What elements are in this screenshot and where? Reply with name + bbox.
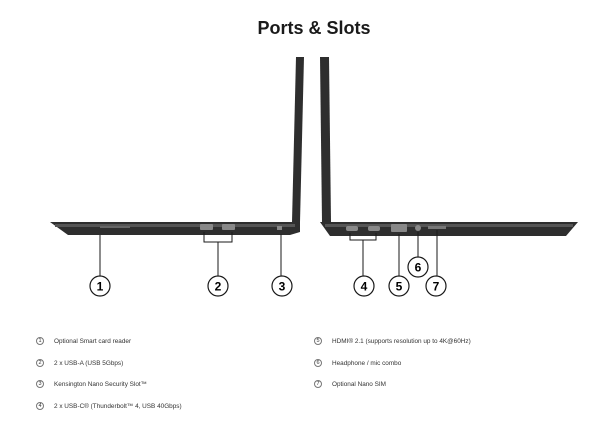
legend-number: 1: [36, 337, 44, 345]
usb-c-port-2: [368, 226, 380, 231]
kensington-slot: [277, 226, 282, 230]
svg-text:2: 2: [215, 280, 222, 294]
legend-number: 6: [314, 359, 322, 367]
usb-a-port-1: [200, 224, 213, 230]
callout-1: 1: [89, 275, 111, 297]
headphone-jack: [415, 225, 421, 231]
callout-7: 7: [425, 275, 447, 297]
usb-c-port-1: [346, 226, 358, 231]
legend-text: Optional Nano SIM: [332, 380, 386, 388]
laptop-right-side: [320, 57, 578, 236]
legend-item-7: 7 Optional Nano SIM: [314, 380, 386, 388]
leader-lines: [99, 230, 438, 276]
callout-4: 4: [353, 275, 375, 297]
laptop-left-side: [50, 57, 304, 235]
legend-number: 2: [36, 359, 44, 367]
hdmi-port: [391, 224, 407, 232]
usb-a-port-2: [222, 224, 235, 230]
legend-number: 7: [314, 380, 322, 388]
legend-item-2: 2 2 x USB-A (USB 5Gbps): [36, 359, 123, 367]
laptop-side-views: 1 2 3 4 5 6 7: [50, 57, 578, 297]
svg-text:6: 6: [415, 261, 422, 275]
callout-5: 5: [388, 275, 410, 297]
svg-text:4: 4: [361, 280, 368, 294]
legend-item-4: 4 2 x USB-C® (Thunderbolt™ 4, USB 40Gbps…: [36, 402, 182, 410]
callout-3: 3: [271, 275, 293, 297]
nano-sim-slot: [428, 226, 446, 229]
svg-text:3: 3: [279, 280, 286, 294]
legend-item-1: 1 Optional Smart card reader: [36, 337, 131, 345]
callout-6: 6: [407, 256, 429, 278]
svg-text:7: 7: [433, 280, 440, 294]
callouts: 1 2 3 4 5 6 7: [89, 256, 447, 297]
svg-text:5: 5: [396, 280, 403, 294]
legend-item-5: 5 HDMI® 2.1 (supports resolution up to 4…: [314, 337, 471, 345]
legend-item-6: 6 Headphone / mic combo: [314, 359, 401, 367]
svg-text:1: 1: [97, 280, 104, 294]
legend-text: Kensington Nano Security Slot™: [54, 380, 148, 388]
legend-number: 5: [314, 337, 322, 345]
callout-2: 2: [207, 275, 229, 297]
legend-text: HDMI® 2.1 (supports resolution up to 4K@…: [332, 337, 471, 345]
legend-text: 2 x USB-A (USB 5Gbps): [54, 359, 124, 367]
legend-text: 2 x USB-C® (Thunderbolt™ 4, USB 40Gbps): [54, 402, 182, 410]
legend-number: 4: [36, 402, 44, 410]
page-title: Ports & Slots: [257, 18, 371, 38]
legend-number: 3: [36, 380, 44, 388]
legend-item-3: 3 Kensington Nano Security Slot™: [36, 380, 147, 388]
legend-text: Optional Smart card reader: [54, 337, 132, 345]
smartcard-slot: [100, 226, 130, 228]
legend-text: Headphone / mic combo: [332, 359, 402, 367]
